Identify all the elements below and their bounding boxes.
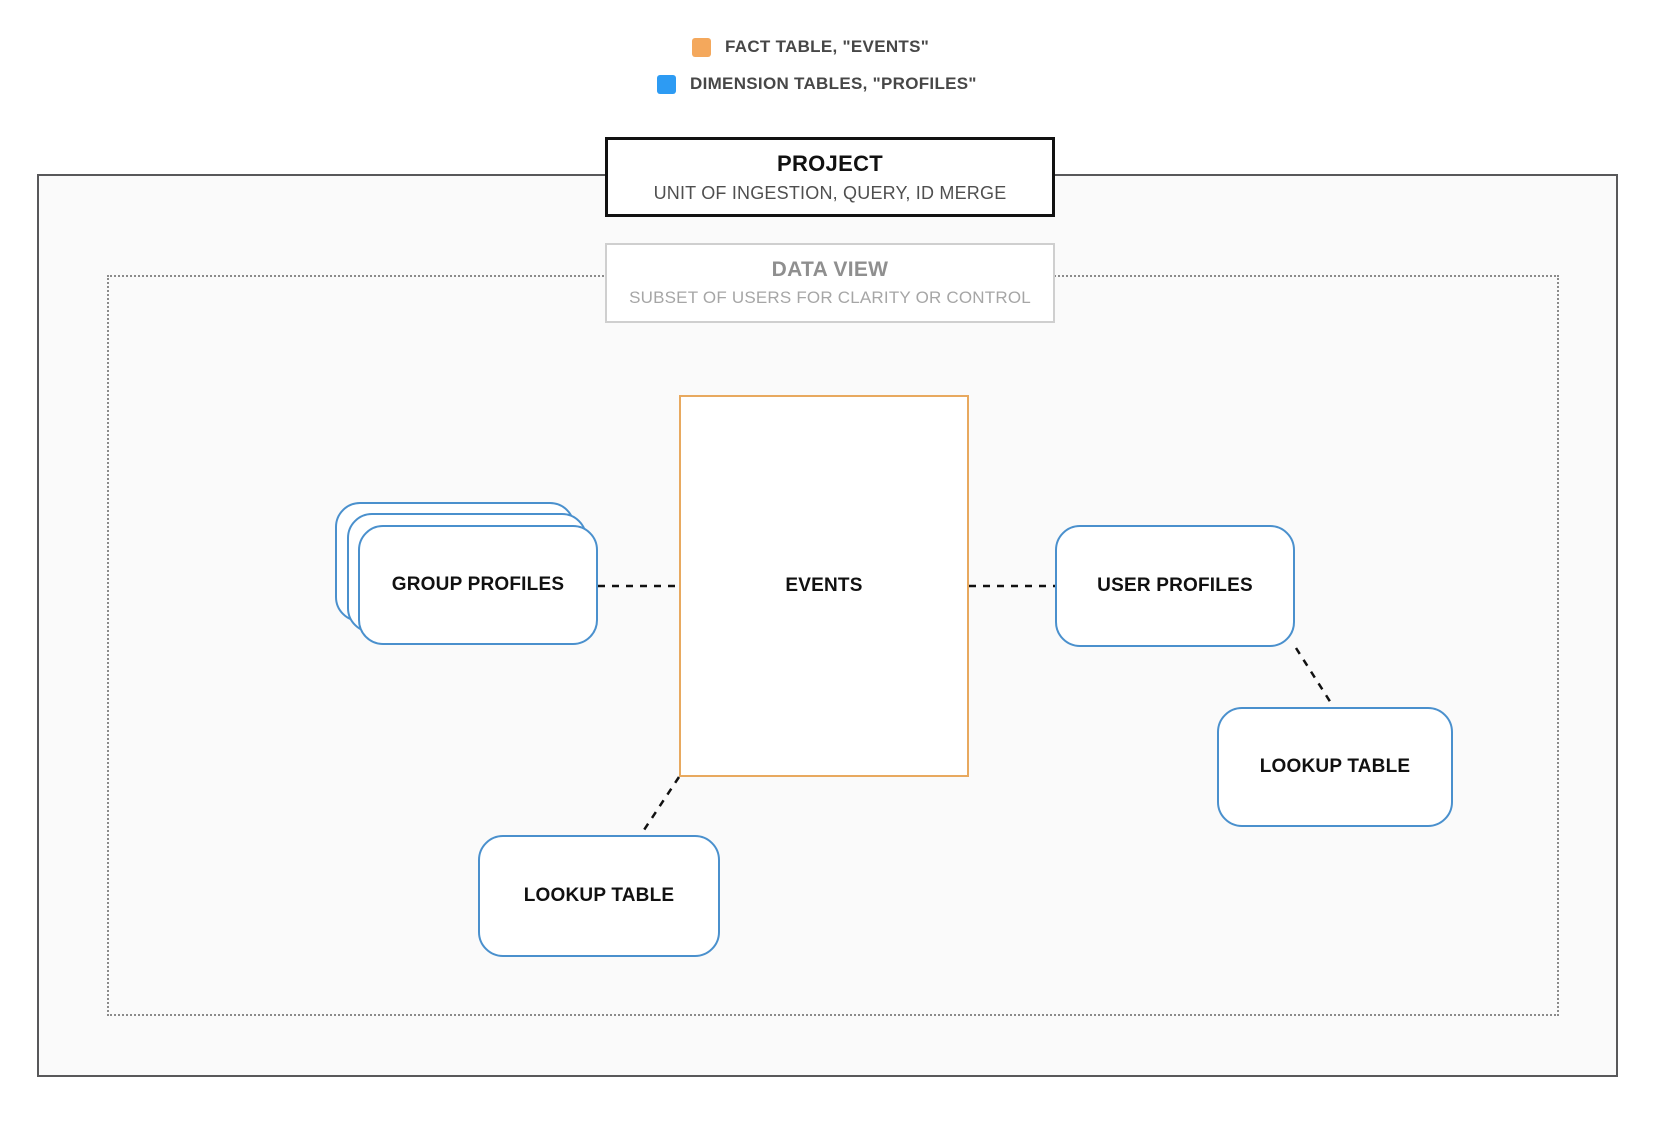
data-view-header: DATA VIEW SUBSET OF USERS FOR CLARITY OR… (605, 243, 1055, 323)
project-subtitle: UNIT OF INGESTION, QUERY, ID MERGE (653, 182, 1007, 203)
legend-item-fact-table: FACT TABLE, "EVENTS" (692, 35, 929, 59)
node-events-label: EVENTS (785, 575, 863, 596)
node-group-profiles: GROUP PROFILES (335, 502, 599, 646)
node-lookup-table-bottom: LOOKUP TABLE (478, 835, 720, 957)
dimension-tables-swatch-icon (657, 74, 676, 94)
node-lookup-table-right: LOOKUP TABLE (1217, 707, 1453, 827)
data-view-title: DATA VIEW (771, 258, 889, 281)
legend-label-dimension-tables: DIMENSION TABLES, "PROFILES" (690, 74, 977, 93)
node-user-profiles-label: USER PROFILES (1097, 575, 1253, 596)
legend-label-fact-table: FACT TABLE, "EVENTS" (725, 37, 930, 56)
node-user-profiles: USER PROFILES (1055, 525, 1295, 647)
project-title: PROJECT (776, 150, 883, 176)
node-lookup-table-bottom-label: LOOKUP TABLE (523, 885, 675, 906)
node-lookup-table-right-label: LOOKUP TABLE (1259, 756, 1411, 777)
legend-item-dimension-tables: DIMENSION TABLES, "PROFILES" (657, 72, 977, 96)
node-group-profiles-label: GROUP PROFILES (391, 574, 565, 595)
fact-table-swatch-icon (692, 37, 711, 57)
project-header: PROJECT UNIT OF INGESTION, QUERY, ID MER… (605, 137, 1055, 217)
group-profiles-stack-card-front: GROUP PROFILES (358, 525, 598, 645)
data-view-subtitle: SUBSET OF USERS FOR CLARITY OR CONTROL (629, 288, 1031, 307)
node-events: EVENTS (679, 395, 969, 777)
